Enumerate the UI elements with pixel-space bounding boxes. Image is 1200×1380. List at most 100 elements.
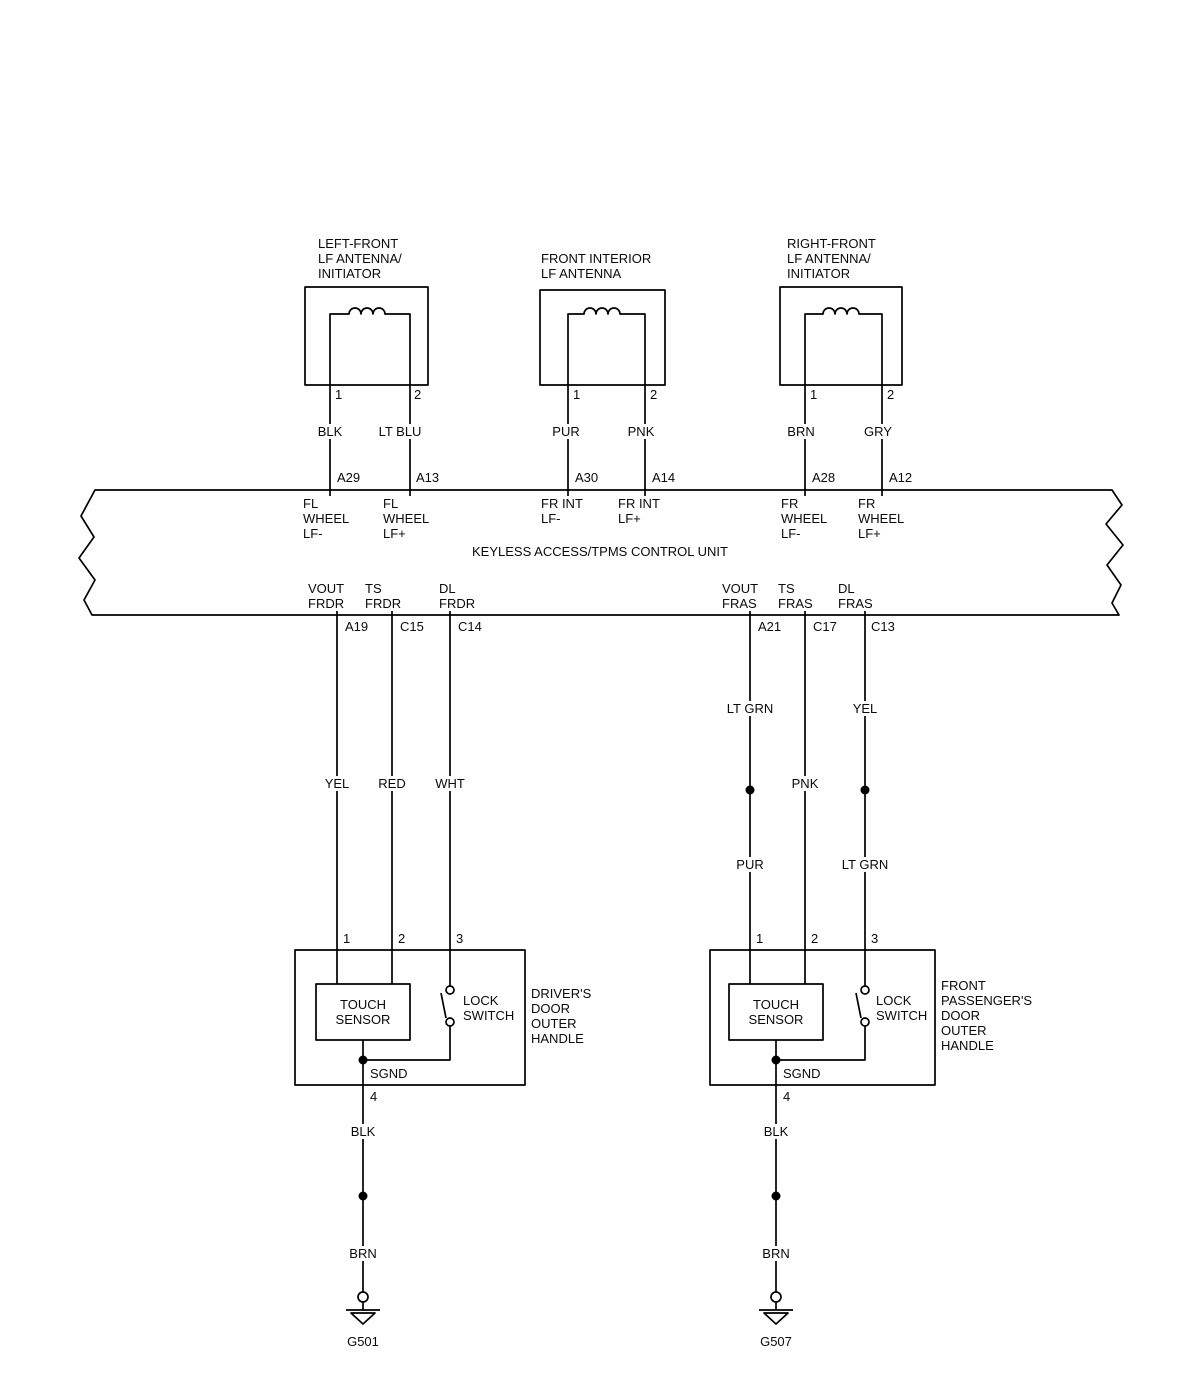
junction-dot <box>358 1191 368 1201</box>
cu-pin-label: FR WHEEL LF- <box>778 496 831 541</box>
cu-pin-label: FL WHEEL LF+ <box>380 496 433 541</box>
lock-switch-icon <box>363 992 451 1061</box>
ground-terminal-circle <box>770 1291 782 1303</box>
cu-pin-label: FR WHEEL LF+ <box>855 496 908 541</box>
coil-icon <box>567 307 646 385</box>
antenna-right-front-symbol <box>779 286 903 498</box>
pin-number: 3 <box>871 931 879 946</box>
pin-number: 1 <box>335 387 343 402</box>
coil-icon <box>329 307 411 385</box>
terminal-label: A21 <box>758 619 782 634</box>
pin-number: 2 <box>811 931 819 946</box>
antenna-wires <box>804 385 883 498</box>
switch-contact <box>445 985 455 995</box>
wire-color-label: PNK <box>788 776 822 791</box>
pin-number: 1 <box>343 931 351 946</box>
pin-number: 2 <box>650 387 658 402</box>
lock-switch-label: LOCK SWITCH <box>876 993 928 1023</box>
cu-pin-label: FL WHEEL LF- <box>300 496 353 541</box>
passenger-branch-wires <box>749 608 866 986</box>
terminal-label: A19 <box>345 619 369 634</box>
terminal-label: A28 <box>812 470 836 485</box>
ground-g507-icon <box>759 1302 793 1325</box>
wire-color-label: PUR <box>733 857 767 872</box>
terminal-label: A29 <box>337 470 361 485</box>
cu-pin-label: DL FRAS <box>835 581 876 611</box>
cu-pin-label: TS FRDR <box>362 581 405 611</box>
wire-color-label: WHT <box>432 776 468 791</box>
ground-label: G507 <box>760 1334 792 1349</box>
handle-title: DRIVER'S DOOR OUTER HANDLE <box>531 986 592 1046</box>
wire-color-label: BLK <box>314 424 346 439</box>
handle-box <box>709 949 936 1086</box>
cu-pin-label: DL FRDR <box>436 581 479 611</box>
terminal-label: A14 <box>652 470 676 485</box>
junction-dot <box>771 1055 781 1065</box>
antenna-box <box>779 286 903 386</box>
pin-number: 3 <box>456 931 464 946</box>
terminal-label: C13 <box>871 619 895 634</box>
control-unit-title: KEYLESS ACCESS/TPMS CONTROL UNIT <box>472 544 728 559</box>
wire-color-label: BLK <box>347 1124 379 1139</box>
pin-number: 1 <box>756 931 764 946</box>
ground-terminal-circle <box>357 1291 369 1303</box>
driver-branch-wires <box>336 608 451 986</box>
pin-number: 4 <box>370 1089 378 1104</box>
wire-color-label: LT GRN <box>723 701 777 716</box>
handle-title: FRONT PASSENGER'S DOOR OUTER HANDLE <box>941 978 1033 1053</box>
wire-color-label: RED <box>375 776 409 791</box>
pin-number: 2 <box>887 387 895 402</box>
pin-number: 1 <box>810 387 818 402</box>
junction-dot <box>745 785 755 795</box>
sgnd-label: SGND <box>370 1066 408 1081</box>
switch-contact <box>445 1017 455 1027</box>
pin-number: 2 <box>414 387 422 402</box>
terminal-label: C14 <box>458 619 482 634</box>
handle-box <box>294 949 526 1086</box>
terminal-label: A13 <box>416 470 440 485</box>
switch-contact <box>860 985 870 995</box>
pin-number: 2 <box>398 931 406 946</box>
antenna-title: FRONT INTERIOR LF ANTENNA <box>541 251 652 281</box>
lock-switch-label: LOCK SWITCH <box>463 993 515 1023</box>
wire-color-label: PUR <box>549 424 583 439</box>
touch-sensor-label: TOUCH SENSOR <box>335 997 391 1027</box>
antenna-front-interior-symbol <box>539 289 666 498</box>
cu-pin-label: VOUT FRDR <box>305 581 348 611</box>
terminal-label: C17 <box>813 619 837 634</box>
touch-sensor-label: TOUCH SENSOR <box>748 997 804 1027</box>
terminal-label: A12 <box>889 470 913 485</box>
antenna-box <box>539 289 666 386</box>
wire-color-label: PNK <box>624 424 658 439</box>
junction-dot <box>860 785 870 795</box>
wire-color-label: BLK <box>760 1124 792 1139</box>
wire-color-label: BRN <box>784 424 818 439</box>
wire-color-label: YEL <box>849 701 881 716</box>
sgnd-label: SGND <box>783 1066 821 1081</box>
terminal-label: C15 <box>400 619 424 634</box>
terminal-label: A30 <box>575 470 599 485</box>
pin-number: 4 <box>783 1089 791 1104</box>
switch-contact <box>860 1017 870 1027</box>
cu-pin-label: FR INT LF- <box>538 496 586 526</box>
junction-dot <box>358 1055 368 1065</box>
antenna-box <box>304 286 429 386</box>
pin-number: 1 <box>573 387 581 402</box>
wire-color-label: BRN <box>346 1246 380 1261</box>
coil-icon <box>804 307 883 385</box>
wire-color-label: LT BLU <box>375 424 425 439</box>
antenna-left-front-symbol <box>304 286 429 498</box>
junction-dot <box>771 1191 781 1201</box>
wire-color-label: BRN <box>759 1246 793 1261</box>
cu-pin-label: FR INT LF+ <box>615 496 663 526</box>
cu-pin-label: TS FRAS <box>775 581 816 611</box>
wire-color-label: LT GRN <box>838 857 892 872</box>
antenna-title: RIGHT-FRONT LF ANTENNA/ INITIATOR <box>787 236 876 281</box>
wire-color-label: YEL <box>321 776 353 791</box>
wire-color-label: GRY <box>861 424 895 439</box>
ground-label: G501 <box>347 1334 379 1349</box>
cu-pin-label: VOUT FRAS <box>719 581 762 611</box>
antenna-title: LEFT-FRONT LF ANTENNA/ INITIATOR <box>318 236 402 281</box>
